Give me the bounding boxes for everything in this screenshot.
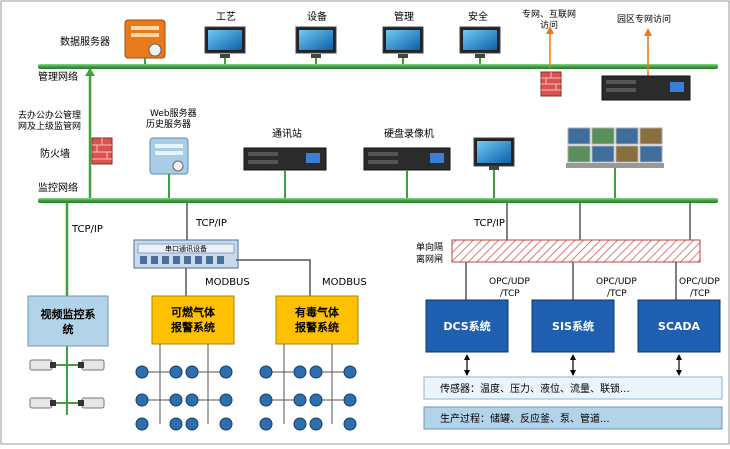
dvr-label: 硬盘录像机 (384, 127, 434, 140)
bidirectional-arrows (464, 354, 682, 376)
modbus-link-toxic (236, 259, 311, 296)
monitoring-network-label: 监控网络 (38, 181, 78, 194)
camera-icons (29, 346, 105, 415)
detector-icon (219, 417, 233, 431)
detector-icon (309, 417, 323, 431)
video-wall-icon (566, 127, 664, 198)
opc-label-1: OPC/UDP/TCP (489, 277, 530, 299)
middle-firewall-icon (91, 137, 113, 165)
combustible-detectors (135, 344, 233, 431)
detector-icon (343, 365, 357, 379)
sensors-box (423, 376, 723, 400)
detector-icon (169, 417, 183, 431)
scada-system-box (637, 299, 721, 353)
camera-icon (78, 359, 105, 371)
opc-label-2: OPC/UDP/TCP (596, 277, 637, 299)
detector-icon (185, 393, 199, 407)
monitor-label-management: 管理 (394, 10, 414, 23)
gateway-label: 单向隔离网闸 (416, 241, 443, 265)
camera-icon (78, 397, 105, 409)
detector-icon (259, 417, 273, 431)
data-server-label: 数据服务器 (60, 35, 110, 48)
external-access-label: 专网、互联网访问 (522, 8, 576, 31)
monitor-safety-icon (459, 26, 501, 64)
detector-icon (135, 393, 149, 407)
detector-icon (293, 365, 307, 379)
modbus-label-1: MODBUS (205, 277, 250, 288)
camera-icon (29, 359, 56, 371)
sis-system-label: SIS系统 (552, 319, 594, 333)
monitor-label-safety: 安全 (468, 10, 488, 23)
uplink-arrowhead (85, 68, 95, 76)
dvr-rack-icon (363, 147, 451, 198)
combustible-gas-box (151, 295, 235, 345)
dcs-system-box (425, 299, 509, 353)
tcp-ip-label-3: TCP/IP (473, 218, 505, 229)
opc-label-3: OPC/UDP/TCP (679, 277, 720, 299)
monitor-equipment-icon (295, 26, 337, 64)
detector-icon (259, 393, 273, 407)
serial-device-label: 串口通讯设备 (165, 244, 207, 253)
process-box (423, 406, 723, 430)
detector-icon (135, 417, 149, 431)
monitor-management-icon (382, 26, 424, 64)
detector-icon (293, 417, 307, 431)
detector-icon (259, 365, 273, 379)
web-server-label: Web服务器历史服务器 (146, 107, 197, 130)
park-access-label: 园区专网访问 (617, 13, 671, 25)
sensors-label: 传感器：温度、压力、液位、流量、联锁... (440, 382, 630, 395)
detector-icon (169, 393, 183, 407)
process-label: 生产过程：储罐、反应釜、泵、管道... (440, 412, 610, 425)
external-access-arrowhead (546, 26, 554, 34)
sis-system-box (531, 299, 615, 353)
tcp-ip-label-2: TCP/IP (195, 218, 227, 229)
camera-icon (29, 397, 56, 409)
video-system-label: 视频监控系统 (41, 307, 96, 336)
detector-icon (343, 417, 357, 431)
scada-system-label: SCADA (658, 320, 701, 333)
video-system-box (27, 295, 109, 347)
detector-icon (135, 365, 149, 379)
detector-icon (219, 365, 233, 379)
tcp-ip-label-1: TCP/IP (71, 224, 103, 235)
detector-icon (169, 365, 183, 379)
one-way-gateway-box (451, 239, 701, 263)
toxic-gas-box (275, 295, 359, 345)
monitor-process-icon (204, 26, 246, 64)
detector-icon (185, 365, 199, 379)
web-server-icon (149, 137, 189, 198)
detector-icon (293, 393, 307, 407)
comm-station-label: 通讯站 (272, 127, 302, 140)
top-firewall-icon (540, 71, 562, 97)
gov-office-label: 去办公办公管理网及上级监管网 (18, 109, 81, 132)
park-access-arrowhead (644, 28, 652, 36)
data-server-icon (124, 19, 166, 64)
park-rack-server-icon (601, 75, 691, 101)
combustible-gas-label: 可燃气体报警系统 (171, 305, 216, 334)
firewall-label: 防火墙 (40, 147, 70, 160)
monitoring-screen-icon (473, 137, 515, 198)
toxic-gas-label: 有毒气体报警系统 (295, 305, 340, 334)
detector-icon (309, 365, 323, 379)
dcs-system-label: DCS系统 (443, 319, 490, 333)
management-network-bus (38, 64, 718, 69)
comm-station-rack-icon (243, 147, 327, 198)
detector-icon (343, 393, 357, 407)
modbus-label-2: MODBUS (322, 277, 367, 288)
detector-icon (219, 393, 233, 407)
monitoring-network-bus (38, 198, 718, 203)
serial-comm-device: 串口通讯设备 (133, 239, 239, 269)
monitor-label-process: 工艺 (216, 11, 236, 23)
detector-icon (185, 417, 199, 431)
monitor-label-equipment: 设备 (307, 10, 327, 23)
management-network-label: 管理网络 (38, 70, 78, 83)
toxic-detectors (259, 344, 357, 431)
detector-icon (309, 393, 323, 407)
